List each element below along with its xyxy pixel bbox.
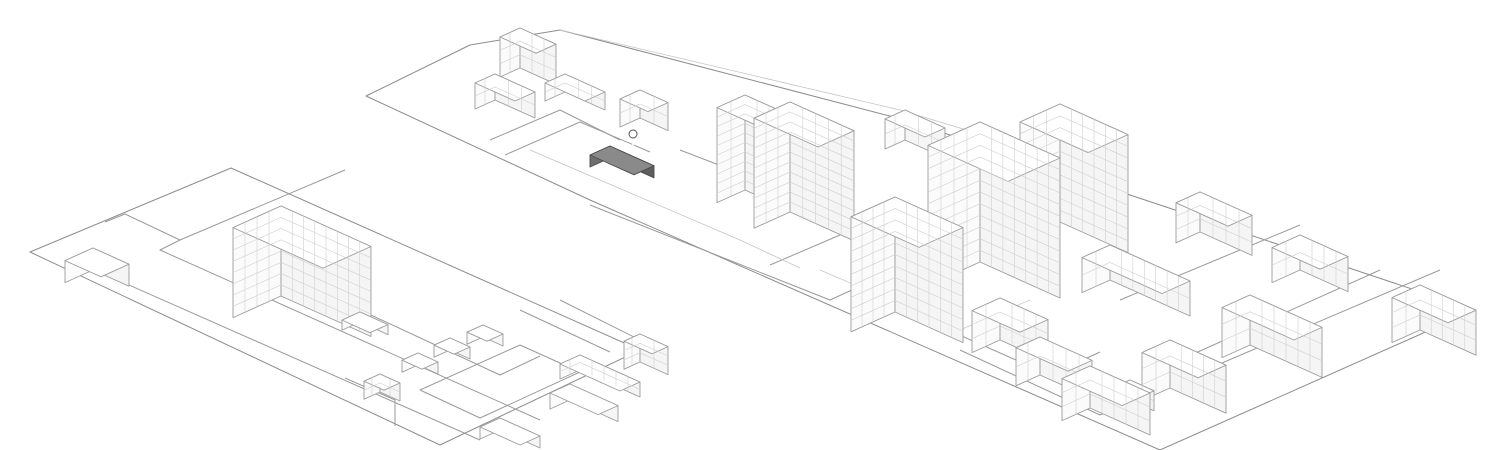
block-west-d-top-face (363, 373, 401, 391)
block-north-d-floor-lines (619, 94, 669, 125)
block-south-g-top-face (1061, 365, 1151, 407)
block-south-a (971, 297, 1049, 363)
block-south-i-top-face (1015, 336, 1093, 372)
block-west-small-top-face (341, 311, 389, 334)
block-south-e-floor-lines (1391, 290, 1477, 351)
block-west-d-floor-lines (363, 377, 401, 397)
block-west-b-top-face (433, 337, 471, 355)
tower-west (232, 205, 372, 337)
block-south-h (1141, 339, 1227, 414)
tower-east-a (850, 196, 964, 344)
block-west-a-top-face (401, 352, 439, 370)
block-south-b-floor-lines (1081, 250, 1191, 311)
block-west-e-top-face (559, 354, 641, 392)
block-west-d (363, 373, 401, 402)
tower-central-b (753, 101, 855, 242)
block-south-c-top-face (1175, 191, 1253, 227)
tower-east-b (927, 121, 1061, 299)
tower-east-b-floor-lines (927, 127, 1061, 293)
block-north-c (544, 73, 606, 111)
block-south-c (1175, 191, 1253, 256)
block-south-b (1081, 244, 1191, 317)
block-west-h-top-face (549, 383, 619, 416)
block-north-d (619, 89, 669, 132)
selected-building-top-face (589, 145, 655, 176)
block-west-c-top-face (466, 324, 504, 342)
block-north-b-floor-lines (499, 32, 557, 79)
block-south-d-top-face (1271, 234, 1349, 270)
block-south-h-floor-lines (1141, 345, 1227, 409)
block-west-e (559, 354, 641, 398)
block-south-a-top-face (971, 297, 1049, 333)
tower-west-floor-lines (232, 211, 372, 332)
block-south-c-floor-lines (1175, 197, 1253, 250)
block-west-g (479, 417, 541, 449)
block-west-corner (64, 247, 130, 287)
tower-central-b-floor-lines (753, 107, 855, 236)
block-south-f-floor-lines (1221, 300, 1323, 372)
block-north-c-floor-lines (544, 78, 606, 104)
block-west-small (341, 311, 389, 336)
block-south-g (1061, 365, 1151, 436)
block-west-f-top-face (623, 333, 669, 355)
selected-building (589, 145, 655, 179)
block-west-h (549, 383, 619, 423)
block-north-a (474, 73, 536, 119)
block-west-a (401, 352, 439, 375)
block-north-b (499, 27, 557, 85)
block-west-b (433, 337, 471, 360)
tower-central-b-top-face (753, 101, 855, 148)
block-south-e-top-face (1391, 284, 1477, 324)
block-north-d-top-face (619, 89, 669, 113)
block-west-g-top-face (479, 417, 541, 446)
block-west-f-floor-lines (623, 337, 669, 369)
block-south-d-floor-lines (1271, 240, 1349, 287)
block-south-h-top-face (1141, 339, 1227, 379)
block-west-corner-top-face (64, 247, 130, 278)
block-south-d (1271, 234, 1349, 293)
tower-east-a-floor-lines (850, 201, 964, 338)
block-west-c (466, 324, 504, 347)
block-south-g-floor-lines (1061, 371, 1151, 430)
block-north-a-floor-lines (474, 78, 536, 112)
block-west-e-floor-lines (559, 359, 641, 392)
block-south-f (1221, 294, 1323, 378)
block-west-f (623, 333, 669, 376)
block-south-b-top-face (1081, 244, 1191, 295)
location-pin-icon (628, 129, 638, 152)
block-south-e (1391, 284, 1477, 356)
tower-west-top-face (232, 205, 372, 269)
building-blocks (64, 27, 1477, 449)
